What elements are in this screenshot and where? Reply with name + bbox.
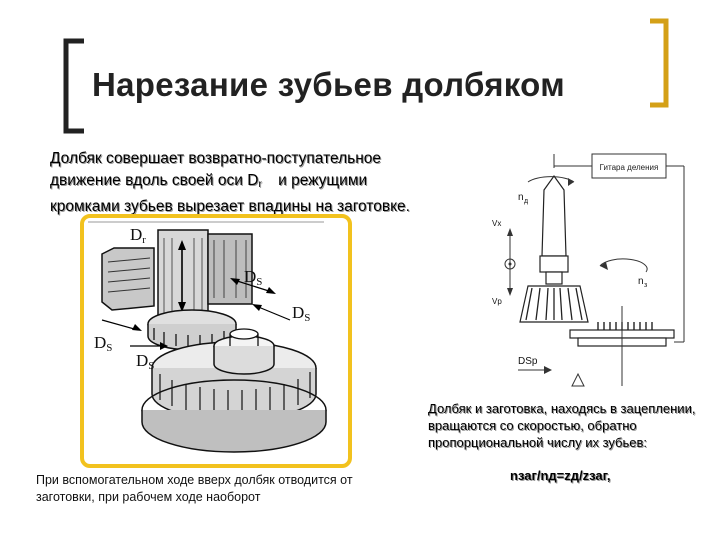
svg-text:n: n xyxy=(638,276,644,287)
svg-text:n: n xyxy=(518,192,524,203)
description-text: Долбяк совершает возвратно-поступательно… xyxy=(50,148,440,218)
right-bracket-decoration xyxy=(650,18,669,108)
slide-title: Нарезание зубьев долбяком xyxy=(92,66,565,103)
svg-text:Vp: Vp xyxy=(492,297,502,306)
kinematic-schematic: Гитара деления n д Vx Vp n з DSp xyxy=(492,153,685,387)
return-stroke-caption: При вспомогательном ходе вверх долбяк от… xyxy=(36,473,353,504)
rotation-description: Долбяк и заготовка, находясь в зацеплени… xyxy=(428,401,696,450)
description-line-3: кромками зубьев вырезает впадины на заго… xyxy=(50,198,410,215)
svg-text:Vx: Vx xyxy=(492,219,501,228)
description-line-1: Долбяк совершает возвратно-поступательно… xyxy=(50,150,382,167)
svg-text:д: д xyxy=(524,198,528,205)
svg-text:Dr: Dr xyxy=(130,225,146,246)
svg-text:DS: DS xyxy=(292,303,310,324)
svg-text:DSp: DSp xyxy=(518,356,538,367)
speed-ratio-formula: nзаг/nд=zд/zзаг, xyxy=(510,468,611,483)
svg-text:DS: DS xyxy=(94,333,112,354)
gear-shaper-illustration: Dr DS DS DS DS xyxy=(88,221,327,453)
svg-text:з: з xyxy=(644,282,647,289)
gear-shaper-illustration-frame: Dr DS DS DS DS xyxy=(80,214,352,468)
svg-text:DS: DS xyxy=(244,267,262,288)
left-bracket-decoration xyxy=(63,38,84,134)
description-line-2: движение вдоль своей оси Dr и режущими xyxy=(50,172,368,190)
svg-text:Гитара деления: Гитара деления xyxy=(600,163,659,172)
svg-text:DS: DS xyxy=(136,351,154,372)
